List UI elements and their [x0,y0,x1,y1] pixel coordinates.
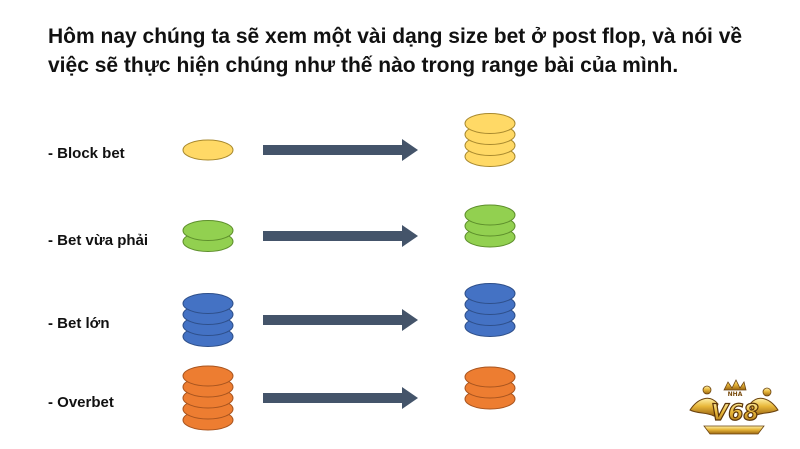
chip-stack-after-overbet [464,366,516,410]
arrow-overbet [263,387,418,409]
v68-logo: NHA V68 [689,379,779,435]
chip [182,365,234,387]
chip [464,283,516,304]
slide-title: Hôm nay chúng ta sẽ xem một vài dạng siz… [48,25,743,77]
chip [464,113,516,134]
label-bet-lon: - Bet lớn [48,315,110,332]
label-overbet: - Overbet [48,394,114,411]
chip-stack-before-block-bet [182,139,234,161]
arrow-block-bet [263,139,418,161]
chip-stack-after-block-bet [464,113,516,167]
chip [182,293,234,314]
chip [464,204,516,226]
logo-text: V68 [711,401,759,426]
chip [182,139,234,161]
chip-stack-after-bet-vua-phai [464,204,516,248]
chip-stack-before-bet-lon [182,293,234,347]
chip [182,220,234,241]
arrow-bet-lon [263,309,418,331]
chip-stack-before-overbet [182,365,234,431]
chip [464,366,516,388]
label-bet-vua-phai: - Bet vừa phải [48,232,149,249]
arrow-bet-vua-phai [263,225,418,247]
chip-stack-before-bet-vua-phai [182,220,234,252]
chip-stack-after-bet-lon [464,283,516,337]
logo-small-text: NHA [728,391,743,398]
label-block-bet: - Block bet [48,145,125,162]
